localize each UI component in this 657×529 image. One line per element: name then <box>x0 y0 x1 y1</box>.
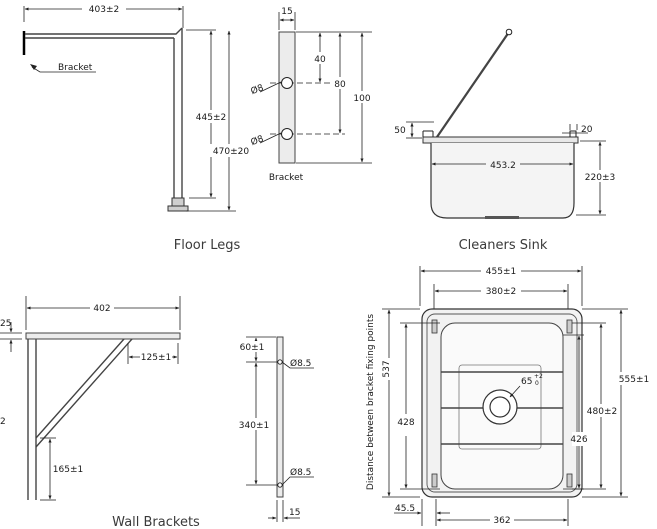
wall-bracket-strip-hole-top <box>277 359 283 365</box>
wall-bracket-brace <box>35 338 133 448</box>
sink-plan-side-depth: 428 <box>397 418 414 428</box>
sink-rim <box>422 136 579 144</box>
wall-bracket-strip-width: 15 <box>289 508 300 518</box>
floor-legs-top-width: 403±2 <box>89 5 119 15</box>
wall-bracket-hole-bottom-dia: Ø8.5 <box>290 467 311 478</box>
wall-bracket-top-offset: 60±1 <box>240 343 265 353</box>
cleaners-sink-caption: Cleaners Sink <box>459 238 548 253</box>
sink-plan-waste-tol-minus: 0 <box>535 380 539 387</box>
floor-legs-inner-height: 445±2 <box>196 113 226 123</box>
cleaners-sink-drawing: 50 20 453.2 220±3 Cleaners Sink <box>394 28 620 253</box>
sink-plan-inner-width: 380±2 <box>486 287 516 297</box>
sink-plan-bottom-offset: 45.5 <box>395 504 415 514</box>
bracket-hole-bottom <box>281 128 293 140</box>
floor-legs-caption: Floor Legs <box>174 238 241 253</box>
bracket-detail-drawing: 15 Ø8 Ø8 40 80 100 Bracket <box>249 7 374 183</box>
wall-bracket-hole-spacing: 340±1 <box>239 421 269 431</box>
sink-plan-inner-depth: 480±2 <box>587 407 617 417</box>
wall-brackets-drawing: 402 25 2 125±1 165±1 Wall Brackets <box>0 296 200 529</box>
sink-plan-waste-dia: 65 <box>521 377 532 387</box>
bracket-plate <box>278 31 296 164</box>
sink-rim-height: 50 <box>394 126 406 136</box>
sink-plan-waste-inner <box>489 396 511 418</box>
floor-legs-total-height: 470±20 <box>213 147 249 157</box>
sink-bowl <box>430 143 575 219</box>
sink-plan-fixing-distance: 537 <box>382 360 392 377</box>
wall-bracket-arm-length: 402 <box>93 304 110 314</box>
bracket-hole-bottom-dia: Ø8 <box>249 133 265 148</box>
bracket-width: 15 <box>281 7 292 17</box>
bracket-detail-label: Bracket <box>269 173 304 183</box>
floor-leg-foot <box>171 197 185 207</box>
wall-bracket-strip <box>276 336 284 498</box>
sink-bowl-depth: 220±3 <box>585 173 615 183</box>
wall-bracket-arm-offset: 125±1 <box>141 353 171 363</box>
wall-bracket-strip-hole-bottom <box>277 482 283 488</box>
sink-plan-bottom-width: 362 <box>493 516 510 526</box>
wall-bracket-partial-dim: 2 <box>0 417 6 427</box>
sink-bowl-width: 453.2 <box>490 161 516 171</box>
sink-plan-waste-tol-plus: +2 <box>534 373 543 380</box>
floor-legs-bracket-label: Bracket <box>58 63 93 73</box>
sink-grid-rod <box>436 31 510 138</box>
sink-plan-outer-width: 455±1 <box>486 267 516 277</box>
wall-bracket-arm <box>25 332 181 340</box>
floor-legs-drawing: 403±2 Bracket 445±2 470±20 Floor Legs <box>22 3 253 253</box>
sink-plan-outer-depth: 555±1 <box>619 375 649 385</box>
bracket-hole-top <box>281 77 293 89</box>
floor-leg-top-bar <box>25 27 183 35</box>
wall-bracket-hole-top-dia: Ø8.5 <box>290 358 311 369</box>
bracket-hole-offset: 40 <box>314 55 326 65</box>
sink-plan-bowl-depth: 426 <box>570 435 587 445</box>
wall-bracket-arm-thickness: 25 <box>0 319 11 329</box>
bracket-total-height: 100 <box>353 94 370 104</box>
sink-rim-width: 20 <box>581 125 593 135</box>
bracket-hole-spacing: 80 <box>334 80 346 90</box>
bracket-hole-top-dia: Ø8 <box>249 82 265 97</box>
wall-bracket-strip-drawing: 60±1 340±1 Ø8.5 Ø8.5 15 <box>236 336 314 522</box>
sink-plan-drawing: 455±1 380±2 65 +2 0 537 Distance between… <box>366 265 654 526</box>
sink-plan-fixing-label: Distance between bracket fixing points <box>366 314 376 490</box>
wall-bracket-brace-height: 165±1 <box>53 465 83 475</box>
wall-brackets-caption: Wall Brackets <box>112 515 200 529</box>
